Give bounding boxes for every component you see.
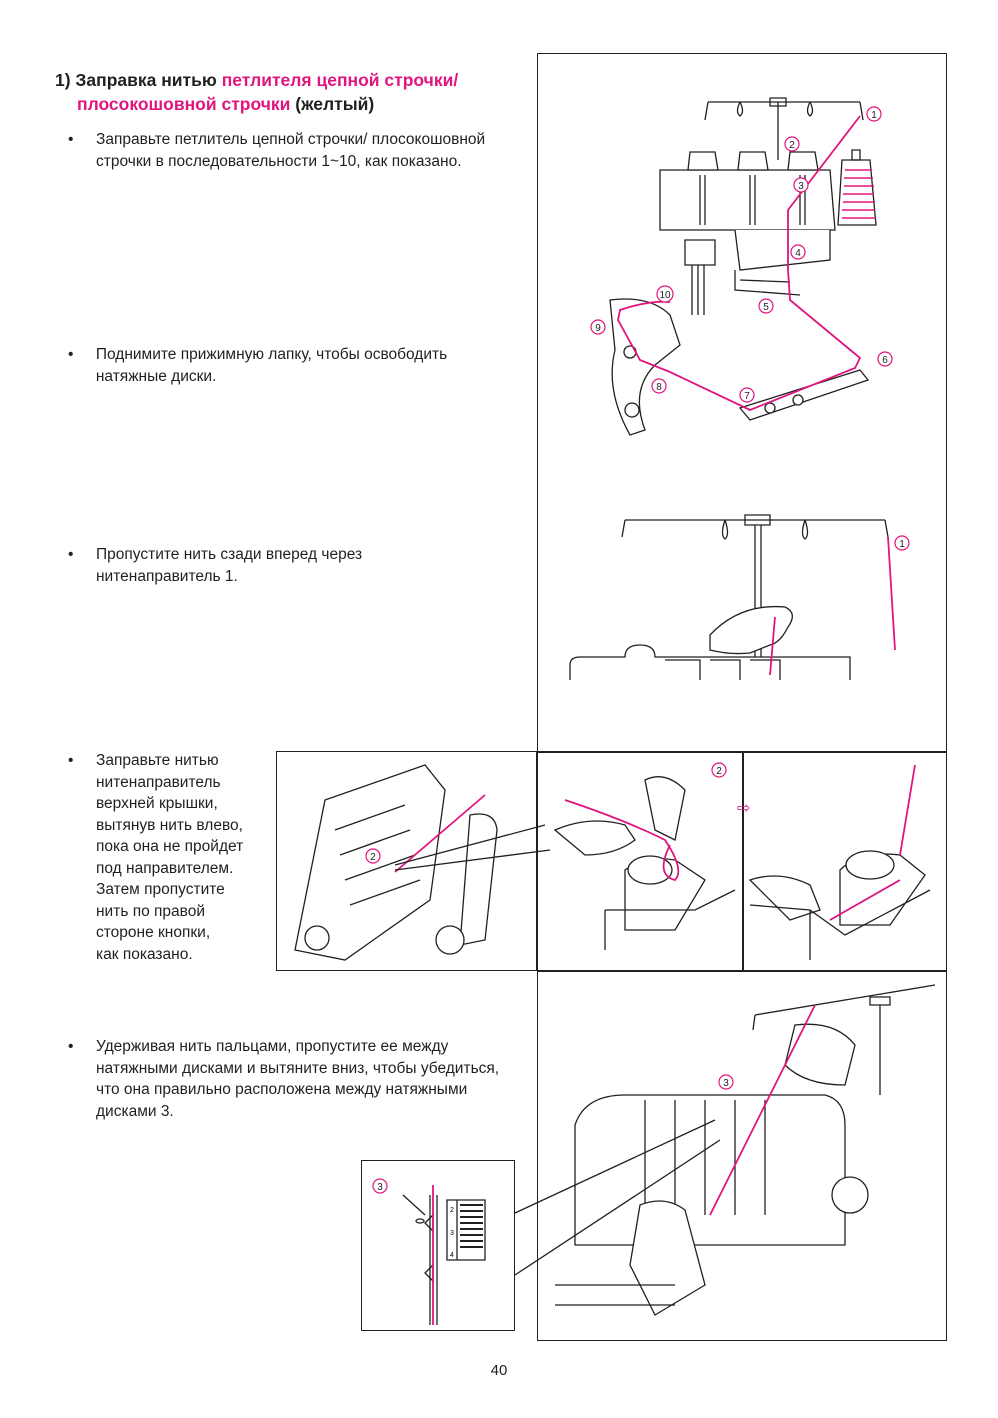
step-line: стороне кнопки, — [96, 924, 211, 941]
step-3: • Пропустите нить сзади вперед через нит… — [68, 544, 468, 587]
callout-cover-2: 2 — [365, 848, 381, 864]
step-line: верхней крышки, — [96, 795, 218, 812]
threading-path-diagram: 1 2 3 4 5 6 7 8 9 10 — [590, 97, 893, 436]
callout-8: 8 — [651, 378, 667, 394]
divider — [742, 751, 744, 971]
step-line: как показано. — [96, 945, 193, 963]
callout-5: 5 — [758, 298, 774, 314]
callout-number: 3 — [377, 1182, 383, 1193]
title-prefix: 1) Заправка нитью — [55, 70, 222, 90]
callout-number: 8 — [656, 382, 662, 393]
callout-number: 3 — [798, 181, 804, 192]
title-highlight-1: петлителя цепной строчки/ — [221, 70, 459, 90]
step-line: пока она не пройдет — [96, 838, 244, 855]
callout-number: 7 — [744, 391, 750, 402]
dial-mark: 4 — [450, 1252, 454, 1259]
tension-detail-inset — [361, 1160, 515, 1331]
next-step-arrow: ⇨ — [737, 800, 751, 817]
section-title: 1) Заправка нитью петлителя цепной строч… — [55, 68, 525, 116]
step-text: Удерживая нить пальцами, пропустите ее м… — [96, 1038, 500, 1120]
callout-number: 3 — [723, 1078, 729, 1089]
callout-3: 3 — [793, 177, 809, 193]
tension-detail-diagram: 2 3 4 3 — [372, 1178, 486, 1325]
top-cover-diagram: 2 — [294, 764, 498, 961]
step-line: под направителем. — [96, 859, 234, 877]
step-text: Поднимите прижимную лапку, чтобы освобод… — [95, 346, 448, 385]
callout-number: 4 — [795, 248, 801, 259]
callout-number: 10 — [659, 290, 671, 301]
callout-number: 2 — [370, 852, 376, 863]
callout-10: 10 — [656, 285, 674, 303]
step-4: • Заправьте нитью нитенаправитель верхне… — [68, 750, 273, 965]
callout-number: 2 — [789, 140, 795, 151]
step-line: Затем пропустите — [96, 881, 225, 898]
title-highlight-2: плосокошовной строчки — [77, 94, 291, 114]
tension-discs-diagram: 3 — [555, 984, 936, 1316]
inset-connector — [394, 824, 551, 871]
knob-side-diagram — [748, 764, 931, 960]
callout-1: 1 — [866, 106, 882, 122]
top-cover-inset — [276, 751, 537, 971]
step-bullet: • — [68, 131, 74, 148]
step-text: Заправьте петлитель цепной строчки/ плос… — [96, 131, 486, 170]
callout-detail-3: 3 — [372, 1178, 388, 1194]
callout-guide-1: 1 — [894, 535, 910, 551]
title-suffix: (желтый) — [290, 94, 375, 114]
dial-mark: 2 — [450, 1207, 454, 1214]
callout-tension-3: 3 — [718, 1074, 734, 1090]
callout-7: 7 — [739, 387, 755, 403]
callout-number: 9 — [595, 323, 601, 334]
step-2: • Поднимите прижимную лапку, чтобы освоб… — [68, 344, 513, 387]
step-line: нить по правой — [96, 902, 205, 920]
callout-9: 9 — [590, 319, 606, 335]
step-line: нитенаправитель — [96, 773, 221, 791]
illustration-column — [537, 53, 947, 1341]
callout-number: 2 — [716, 766, 722, 777]
step-line: вытянув нить влево, — [96, 816, 243, 834]
page-number: 40 — [490, 1362, 508, 1379]
step-bullet: • — [68, 1038, 74, 1055]
callout-hands-2: 2 — [711, 762, 727, 778]
callout-number: 1 — [899, 539, 905, 550]
callout-number: 5 — [763, 302, 769, 313]
thread-guide-diagram: 1 — [569, 514, 910, 680]
step-5: • Удерживая нить пальцами, пропустите ее… — [68, 1036, 518, 1122]
dial-mark: 3 — [450, 1230, 454, 1237]
step-1: • Заправьте петлитель цепной строчки/ пл… — [68, 129, 508, 172]
callout-number: 1 — [871, 110, 877, 121]
step-line: Заправьте нитью — [96, 752, 219, 769]
inset-connector — [514, 1119, 721, 1276]
hands-threading-diagram: 2 — [553, 762, 736, 950]
callout-2: 2 — [784, 136, 800, 152]
callout-4: 4 — [790, 244, 806, 260]
step-bullet: • — [68, 346, 74, 363]
step-bullet: • — [68, 546, 74, 563]
callout-6: 6 — [877, 351, 893, 367]
step-text: Пропустите нить сзади вперед через нитен… — [96, 546, 363, 585]
callout-number: 6 — [882, 355, 888, 366]
step-bullet: • — [68, 752, 74, 769]
